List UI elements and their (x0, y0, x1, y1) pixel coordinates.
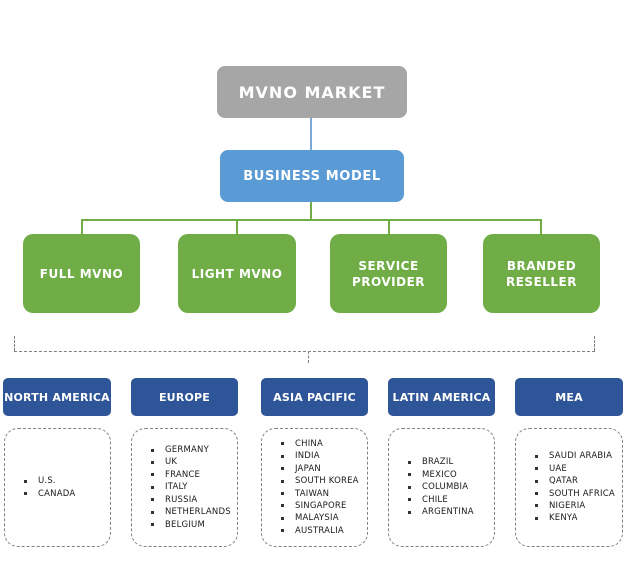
country-list: U.S. CANADA (5, 475, 110, 500)
connector-drop-light-mvno (236, 219, 238, 234)
connector-types-crossbar (81, 219, 542, 221)
connector-drop-service-provider (388, 219, 390, 234)
bracket-right-tick (594, 336, 595, 351)
country-item: BELGIUM (150, 519, 237, 531)
country-item: GERMANY (150, 444, 237, 456)
country-item: INDIA (280, 450, 367, 462)
region-list-latin-america: BRAZIL MEXICO COLUMBIA CHILE ARGENTINA (388, 428, 495, 547)
country-item: NETHERLANDS (150, 506, 237, 518)
region-list-asia-pacific: CHINA INDIA JAPAN SOUTH KOREA TAIWAN SIN… (261, 428, 368, 547)
country-item: COLUMBIA (407, 481, 494, 493)
country-item: ARGENTINA (407, 506, 494, 518)
country-item: U.S. (23, 475, 110, 487)
country-item: FRANCE (150, 469, 237, 481)
country-list: BRAZIL MEXICO COLUMBIA CHILE ARGENTINA (389, 456, 494, 518)
region-header-asia-pacific: ASIA PACIFIC (261, 378, 368, 416)
region-header-mea: MEA (515, 378, 623, 416)
country-item: QATAR (534, 475, 622, 487)
country-list: GERMANY UK FRANCE ITALY RUSSIA NETHERLAN… (132, 444, 237, 531)
region-list-europe: GERMANY UK FRANCE ITALY RUSSIA NETHERLAN… (131, 428, 238, 547)
country-item: SOUTH KOREA (280, 475, 367, 487)
type-node-full-mvno: FULL MVNO (23, 234, 140, 313)
connector-root-to-business-model (310, 118, 312, 150)
country-item: SINGAPORE (280, 500, 367, 512)
type-node-light-mvno: LIGHT MVNO (178, 234, 296, 313)
country-item: SAUDI ARABIA (534, 450, 622, 462)
country-item: CHINA (280, 438, 367, 450)
country-item: AUSTRALIA (280, 525, 367, 537)
country-item: BRAZIL (407, 456, 494, 468)
country-item: JAPAN (280, 463, 367, 475)
bracket-center-arrow (308, 351, 309, 363)
country-item: TAIWAN (280, 488, 367, 500)
country-item: SOUTH AFRICA (534, 488, 622, 500)
root-node-mvno-market: MVNO MARKET (217, 66, 407, 118)
country-item: MEXICO (407, 469, 494, 481)
region-header-europe: EUROPE (131, 378, 238, 416)
country-item: CHILE (407, 494, 494, 506)
region-list-north-america: U.S. CANADA (4, 428, 111, 547)
country-item: MALAYSIA (280, 512, 367, 524)
type-node-service-provider: SERVICE PROVIDER (330, 234, 447, 313)
country-item: UK (150, 456, 237, 468)
region-header-north-america: NORTH AMERICA (3, 378, 111, 416)
business-model-node: BUSINESS MODEL (220, 150, 404, 202)
country-item: ITALY (150, 481, 237, 493)
region-list-mea: SAUDI ARABIA UAE QATAR SOUTH AFRICA NIGE… (515, 428, 623, 547)
connector-business-model-stem (310, 202, 312, 220)
country-item: CANADA (23, 488, 110, 500)
country-list: SAUDI ARABIA UAE QATAR SOUTH AFRICA NIGE… (516, 450, 622, 524)
region-header-latin-america: LATIN AMERICA (388, 378, 495, 416)
connector-drop-branded-reseller (540, 219, 542, 234)
country-item: KENYA (534, 512, 622, 524)
connector-drop-full-mvno (81, 219, 83, 234)
type-node-branded-reseller: BRANDED RESELLER (483, 234, 600, 313)
bracket-left-tick (14, 336, 15, 351)
country-list: CHINA INDIA JAPAN SOUTH KOREA TAIWAN SIN… (262, 438, 367, 537)
country-item: NIGERIA (534, 500, 622, 512)
country-item: UAE (534, 463, 622, 475)
bracket-crossbar (14, 351, 595, 352)
country-item: RUSSIA (150, 494, 237, 506)
